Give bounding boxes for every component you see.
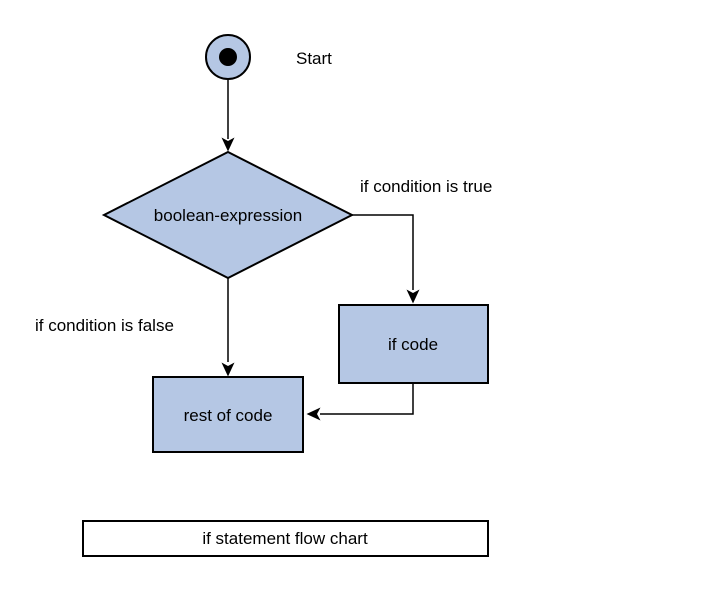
caption-box bbox=[82, 520, 489, 557]
arrowhead-down-icon bbox=[221, 137, 235, 152]
arrowhead-down-icon bbox=[406, 289, 420, 304]
arrowhead-left-icon bbox=[306, 407, 321, 421]
true-branch-label: if condition is true bbox=[360, 177, 492, 196]
if-code-box bbox=[338, 304, 489, 384]
start-node-dot-icon bbox=[219, 48, 237, 66]
false-branch-label: if condition is false bbox=[35, 316, 174, 335]
decision-label: boolean-expression bbox=[154, 206, 302, 225]
edge-ifcode-to-rest bbox=[320, 383, 414, 415]
rest-of-code-label: rest of code bbox=[184, 406, 273, 425]
edge-true-branch bbox=[352, 214, 414, 290]
if-code-label: if code bbox=[388, 335, 438, 354]
start-label: Start bbox=[296, 49, 332, 68]
caption-label: if statement flow chart bbox=[202, 529, 368, 548]
arrowhead-down-icon bbox=[221, 362, 235, 377]
rest-of-code-box bbox=[152, 376, 304, 453]
